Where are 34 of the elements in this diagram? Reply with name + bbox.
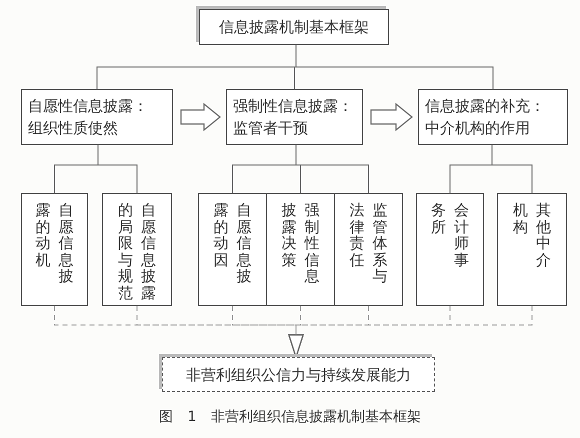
vertical-label: 自愿信息披露的动机	[36, 202, 74, 286]
vertical-text-box	[102, 193, 172, 306]
vertical-text-box	[198, 193, 267, 306]
vertical-text-box	[497, 193, 567, 306]
box-body: 组织性质使然	[28, 118, 118, 139]
vertical-label: 会计师事务所	[431, 202, 469, 269]
vertical-label: 监管体系与法律责任	[350, 202, 388, 286]
box-heading: 信息披露的补充：	[425, 96, 545, 117]
box-heading: 自愿性信息披露：	[28, 96, 148, 117]
vertical-text-box	[416, 193, 484, 306]
process-box	[21, 89, 173, 145]
box-title: 信息披露机制基本框架	[219, 17, 369, 38]
vertical-label: 其他中介机构	[513, 202, 551, 269]
vertical-label: 强制性信息披露决策	[282, 202, 320, 286]
connector-line	[98, 144, 138, 194]
connector-line	[296, 144, 369, 194]
block-arrow	[180, 102, 221, 132]
vertical-label: 自愿信息披露的局限与规范	[118, 202, 156, 302]
process-box	[226, 89, 363, 145]
box-title: 非营利组织公信力与持续发展能力	[186, 364, 411, 386]
box-heading: 强制性信息披露：	[233, 96, 353, 117]
box-body: 中介机构的作用	[425, 118, 530, 139]
vertical-text-box	[266, 193, 335, 306]
vertical-text-box	[21, 193, 88, 306]
box-body: 监管者干预	[233, 118, 308, 139]
vertical-label: 自愿信息披露的动因	[214, 202, 252, 286]
process-box	[162, 357, 435, 392]
block-arrow	[370, 102, 413, 132]
process-box	[199, 9, 389, 45]
figure-caption: 图 1 非营利组织信息披露机制基本框架	[158, 408, 422, 426]
connector-line	[296, 44, 494, 90]
connector-line	[492, 144, 532, 194]
process-box	[418, 89, 568, 145]
vertical-text-box	[334, 193, 403, 306]
